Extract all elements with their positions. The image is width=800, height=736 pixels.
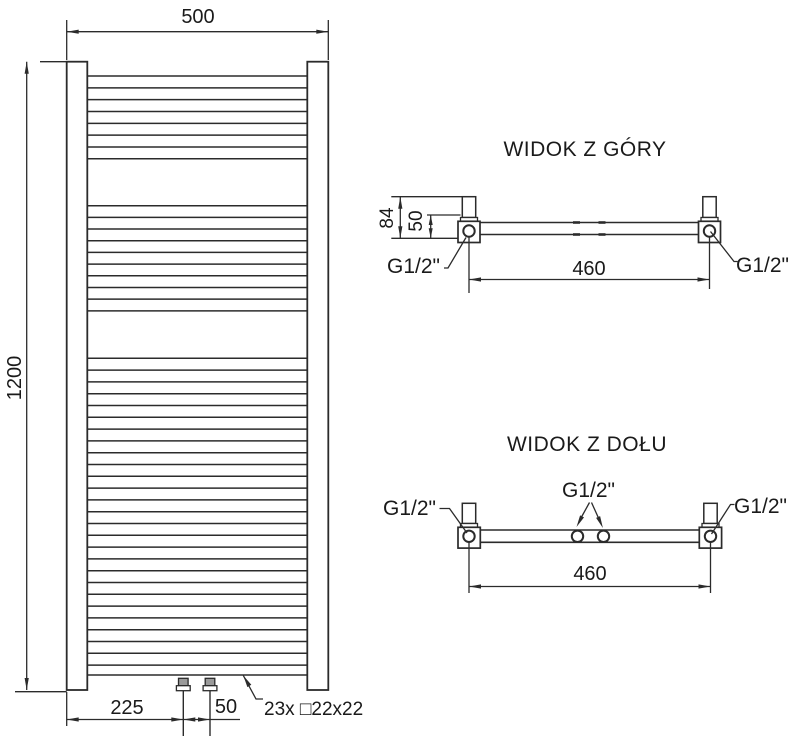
top-left-connection-label: G1/2" — [387, 255, 440, 278]
top-view-title: WIDOK Z GÓRY — [503, 138, 667, 161]
dim-460-bottom — [468, 542, 712, 593]
center-connection-marks — [573, 221, 606, 236]
radiator-rungs — [87, 75, 308, 666]
dim-50-top — [427, 214, 461, 239]
bottom-center-left-hole — [570, 529, 585, 543]
dim-500 — [66, 20, 329, 60]
bottom-left-connection-label: G1/2" — [383, 497, 436, 520]
dimension-arrowheads — [24, 29, 711, 722]
bracket-depth-label: 50 — [406, 210, 427, 232]
bottom-center-right-hole — [596, 529, 611, 543]
front-width-label: 500 — [181, 6, 215, 28]
top-right-connection-leader — [709, 231, 738, 263]
bottom-right-connection-label: G1/2" — [734, 495, 787, 518]
top-connection-spacing-label: 460 — [572, 258, 606, 280]
bottom-view-drawing — [439, 502, 735, 593]
dim-225-50 — [66, 692, 240, 726]
bottom-center-connection-label: G1/2" — [562, 479, 615, 502]
valve-offset-label: 225 — [110, 697, 144, 719]
bottom-connection-spacing-label: 460 — [573, 563, 607, 585]
front-view-drawing — [15, 20, 330, 736]
dim-460-top — [468, 237, 711, 293]
right-rail — [306, 60, 330, 691]
top-view-drawing — [391, 195, 738, 293]
top-right-connection-label: G1/2" — [736, 254, 789, 277]
valve-spacing-label: 50 — [214, 696, 238, 718]
bottom-right-fitting — [701, 502, 720, 528]
top-right-fitting — [700, 195, 719, 222]
front-height-label: 1200 — [4, 355, 26, 401]
bottom-right-connection-leader — [710, 503, 735, 535]
left-rail — [65, 60, 89, 691]
bottom-left-connection-leader — [439, 507, 468, 534]
left-valve — [175, 677, 191, 736]
top-left-connection-leader — [444, 237, 467, 269]
tube-note-label: 23x □22x22 — [264, 699, 364, 720]
bottom-left-fitting — [459, 502, 479, 528]
top-left-connection-hole — [462, 224, 476, 238]
top-left-fitting — [459, 195, 479, 222]
dim-1200 — [15, 61, 67, 693]
depth-label: 84 — [377, 207, 398, 229]
right-valve — [202, 677, 218, 736]
bottom-left-connection-hole — [462, 529, 476, 543]
bottom-right-connection-hole — [703, 529, 718, 543]
bottom-view-title: WIDOK Z DOŁU — [506, 433, 667, 456]
